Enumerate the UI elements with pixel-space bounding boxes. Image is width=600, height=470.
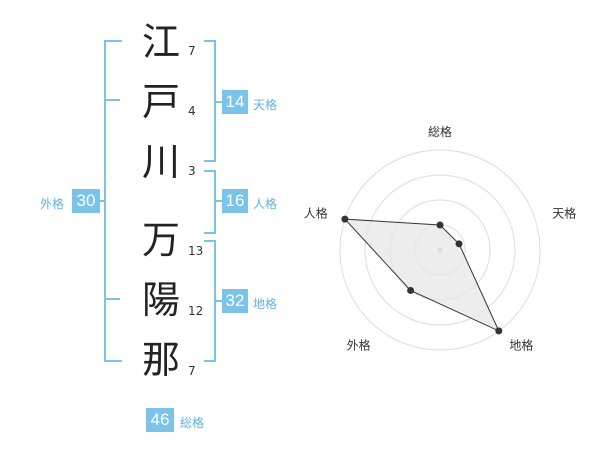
stroke-count-3: 3 bbox=[188, 164, 196, 178]
radar-point-2 bbox=[455, 240, 463, 248]
radar-point-5 bbox=[341, 215, 349, 223]
stroke-count-6: 7 bbox=[188, 364, 196, 378]
stroke-count-4: 13 bbox=[188, 244, 204, 258]
radar-polygon bbox=[343, 218, 500, 332]
radar-axis-label-2: 天格 bbox=[552, 206, 576, 221]
stroke-count-1: 7 bbox=[188, 44, 196, 58]
tenkaku-label: 天格 bbox=[253, 98, 278, 112]
name-char-5: 陽 bbox=[141, 278, 180, 322]
stroke-count-5: 12 bbox=[188, 304, 204, 318]
jinkaku-bracket bbox=[204, 170, 216, 234]
name-char-1: 江 bbox=[141, 20, 180, 64]
tenkaku-connector bbox=[214, 101, 222, 103]
name-char-6: 那 bbox=[141, 338, 180, 382]
gaikaku-bracket-tick bbox=[96, 200, 104, 202]
name-char-2: 戸 bbox=[141, 80, 180, 124]
radar-point-4 bbox=[407, 286, 415, 294]
gaikaku-bracket-tick bbox=[104, 298, 120, 300]
gaikaku-badge: 30 bbox=[72, 189, 100, 213]
tenkaku-badge: 14 bbox=[222, 90, 248, 114]
jinkaku-label: 人格 bbox=[253, 197, 278, 211]
gaikaku-bracket-tick bbox=[104, 99, 120, 101]
radar-ring bbox=[364, 174, 516, 326]
radar-axis-label-5: 人格 bbox=[304, 206, 328, 221]
name-char-3: 川 bbox=[141, 140, 180, 184]
gaikaku-bracket bbox=[104, 40, 122, 362]
radar-point-1 bbox=[436, 221, 444, 229]
soukaku-label: 総格 bbox=[180, 416, 205, 430]
stroke-count-2: 4 bbox=[188, 104, 196, 118]
soukaku-badge: 46 bbox=[146, 408, 174, 432]
gaikaku-label: 外格 bbox=[40, 197, 65, 211]
radar-point-3 bbox=[495, 327, 503, 335]
jinkaku-badge: 16 bbox=[222, 189, 248, 213]
radar-ring bbox=[339, 149, 541, 351]
radar-axis-label-1: 総格 bbox=[428, 124, 452, 139]
radar-axis-label-4: 外格 bbox=[347, 337, 371, 352]
radar-axis-label-3: 地格 bbox=[509, 337, 533, 352]
chikaku-label: 地格 bbox=[253, 297, 278, 311]
jinkaku-connector bbox=[214, 200, 222, 202]
name-char-4: 万 bbox=[141, 218, 180, 262]
chikaku-badge: 32 bbox=[222, 289, 248, 313]
chikaku-connector bbox=[214, 300, 222, 302]
